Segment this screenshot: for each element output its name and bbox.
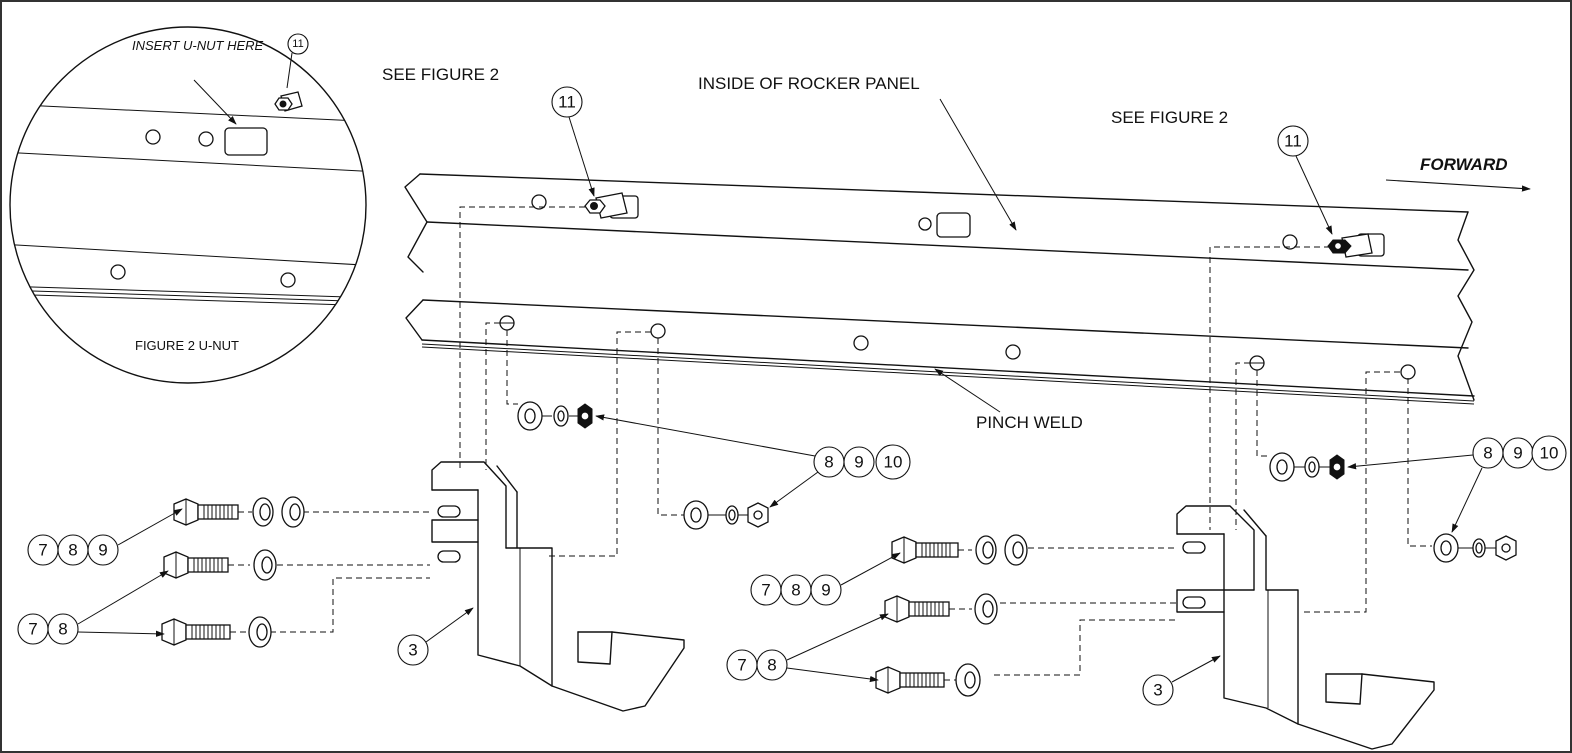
callout-bracket-left: 3: [397, 607, 474, 666]
bracket-left: [431, 461, 685, 712]
figure-2-caption: FIGURE 2 U-NUT: [135, 338, 239, 353]
nut-stack-left-upper: [517, 401, 593, 431]
callout-number: 9: [854, 453, 863, 472]
bolt-left-bot: [161, 618, 231, 646]
callout-group-left-nuts: 8 9 10: [595, 414, 911, 508]
bolt-right-top: [891, 536, 959, 564]
callout-number: 7: [38, 541, 47, 560]
inset-hole: [145, 129, 161, 145]
inset-unut-slot: [224, 127, 268, 156]
callout-bubble: [287, 33, 309, 55]
pinch-weld-leader: [934, 368, 1001, 413]
rocker-panel: [404, 173, 1475, 405]
inset-unut: [274, 91, 303, 112]
pinch-weld-label: PINCH WELD: [976, 413, 1083, 432]
forward-arrow: [1385, 179, 1531, 192]
callout-number: 9: [1513, 444, 1522, 463]
callout-number: 8: [58, 620, 67, 639]
washer-set-right-top: [975, 534, 1028, 566]
pinch-weld-hole: [1005, 344, 1021, 360]
inset-circle: [9, 26, 367, 384]
insert-unut-leader: [193, 79, 237, 125]
washer-right-bot: [955, 663, 981, 697]
inside-rocker-panel-leader: [939, 98, 1017, 231]
washer-left-mid: [253, 549, 277, 581]
callout-number: 7: [28, 620, 37, 639]
see-figure-2-right-label: SEE FIGURE 2: [1111, 108, 1228, 127]
callout-number: 9: [821, 581, 830, 600]
forward-label: FORWARD: [1420, 155, 1508, 174]
inset-hole: [198, 131, 214, 147]
callout-leader: [286, 52, 293, 89]
callout-number: 8: [767, 656, 776, 675]
callout-bubble: [1277, 125, 1309, 157]
callout-unut-right: 11: [1284, 132, 1302, 151]
callout-number: 8: [824, 453, 833, 472]
callout-bracket-right: 3: [1142, 655, 1221, 706]
insert-unut-label: INSERT U-NUT HERE: [132, 38, 264, 53]
callout-number: 3: [408, 641, 417, 660]
washer-set-left-top: [252, 496, 305, 528]
callout-unut-left: 11: [558, 93, 576, 112]
callout-number: 10: [1540, 444, 1559, 463]
callout-group-right-bolt-top: 7 8 9: [750, 552, 901, 606]
inside-rocker-panel-label: INSIDE OF ROCKER PANEL: [698, 74, 920, 93]
panel-slot: [936, 212, 971, 238]
nut-stack-right-lower: [1433, 533, 1517, 563]
inset-hole: [280, 272, 296, 288]
callout-leader: [1295, 155, 1333, 235]
callout-number: 10: [884, 453, 903, 472]
inset-hole: [110, 264, 126, 280]
callout-bubble: [551, 86, 583, 118]
callout-group-left-bolt-top: 7 8 9: [27, 508, 183, 566]
callout-number: 9: [98, 541, 107, 560]
bracket-right: [1176, 505, 1435, 750]
nut-stack-right-upper: [1269, 452, 1345, 482]
washer-left-bot: [248, 616, 272, 648]
bolt-left-top: [173, 498, 239, 526]
panel-hole: [531, 194, 547, 210]
unut-left: [584, 192, 628, 219]
unut-right: [1327, 233, 1373, 258]
left-assembly: [161, 206, 769, 712]
washer-right-mid: [974, 593, 998, 625]
nut-stack-left-lower: [683, 500, 769, 530]
callout-leader: [568, 116, 595, 197]
figure-2-inset: INSERT U-NUT HERE 11 FIGURE 2 U-NUT: [9, 26, 367, 384]
pinch-weld-hole: [853, 335, 869, 351]
callout-group-left-bolts-lower: 7 8: [17, 570, 169, 645]
bolt-right-bot: [875, 666, 945, 694]
callout-number: 8: [1483, 444, 1492, 463]
pinch-weld-hole: [650, 323, 666, 339]
panel-hole: [1282, 234, 1298, 250]
callout-group-right-bolts-lower: 7 8: [726, 613, 889, 683]
callout-number: 8: [791, 581, 800, 600]
callout-unut-inset: 11: [292, 38, 303, 50]
callout-group-right-nuts: 8 9 10: [1347, 435, 1567, 533]
right-assembly: [875, 246, 1517, 750]
callout-number: 8: [68, 541, 77, 560]
panel-hole: [918, 217, 932, 231]
see-figure-2-left-label: SEE FIGURE 2: [382, 65, 499, 84]
bolt-right-mid: [884, 595, 950, 623]
callout-number: 7: [737, 656, 746, 675]
pinch-weld-hole: [1400, 364, 1416, 380]
callout-number: 3: [1153, 681, 1162, 700]
bolt-left-mid: [163, 551, 229, 579]
callout-number: 7: [761, 581, 770, 600]
